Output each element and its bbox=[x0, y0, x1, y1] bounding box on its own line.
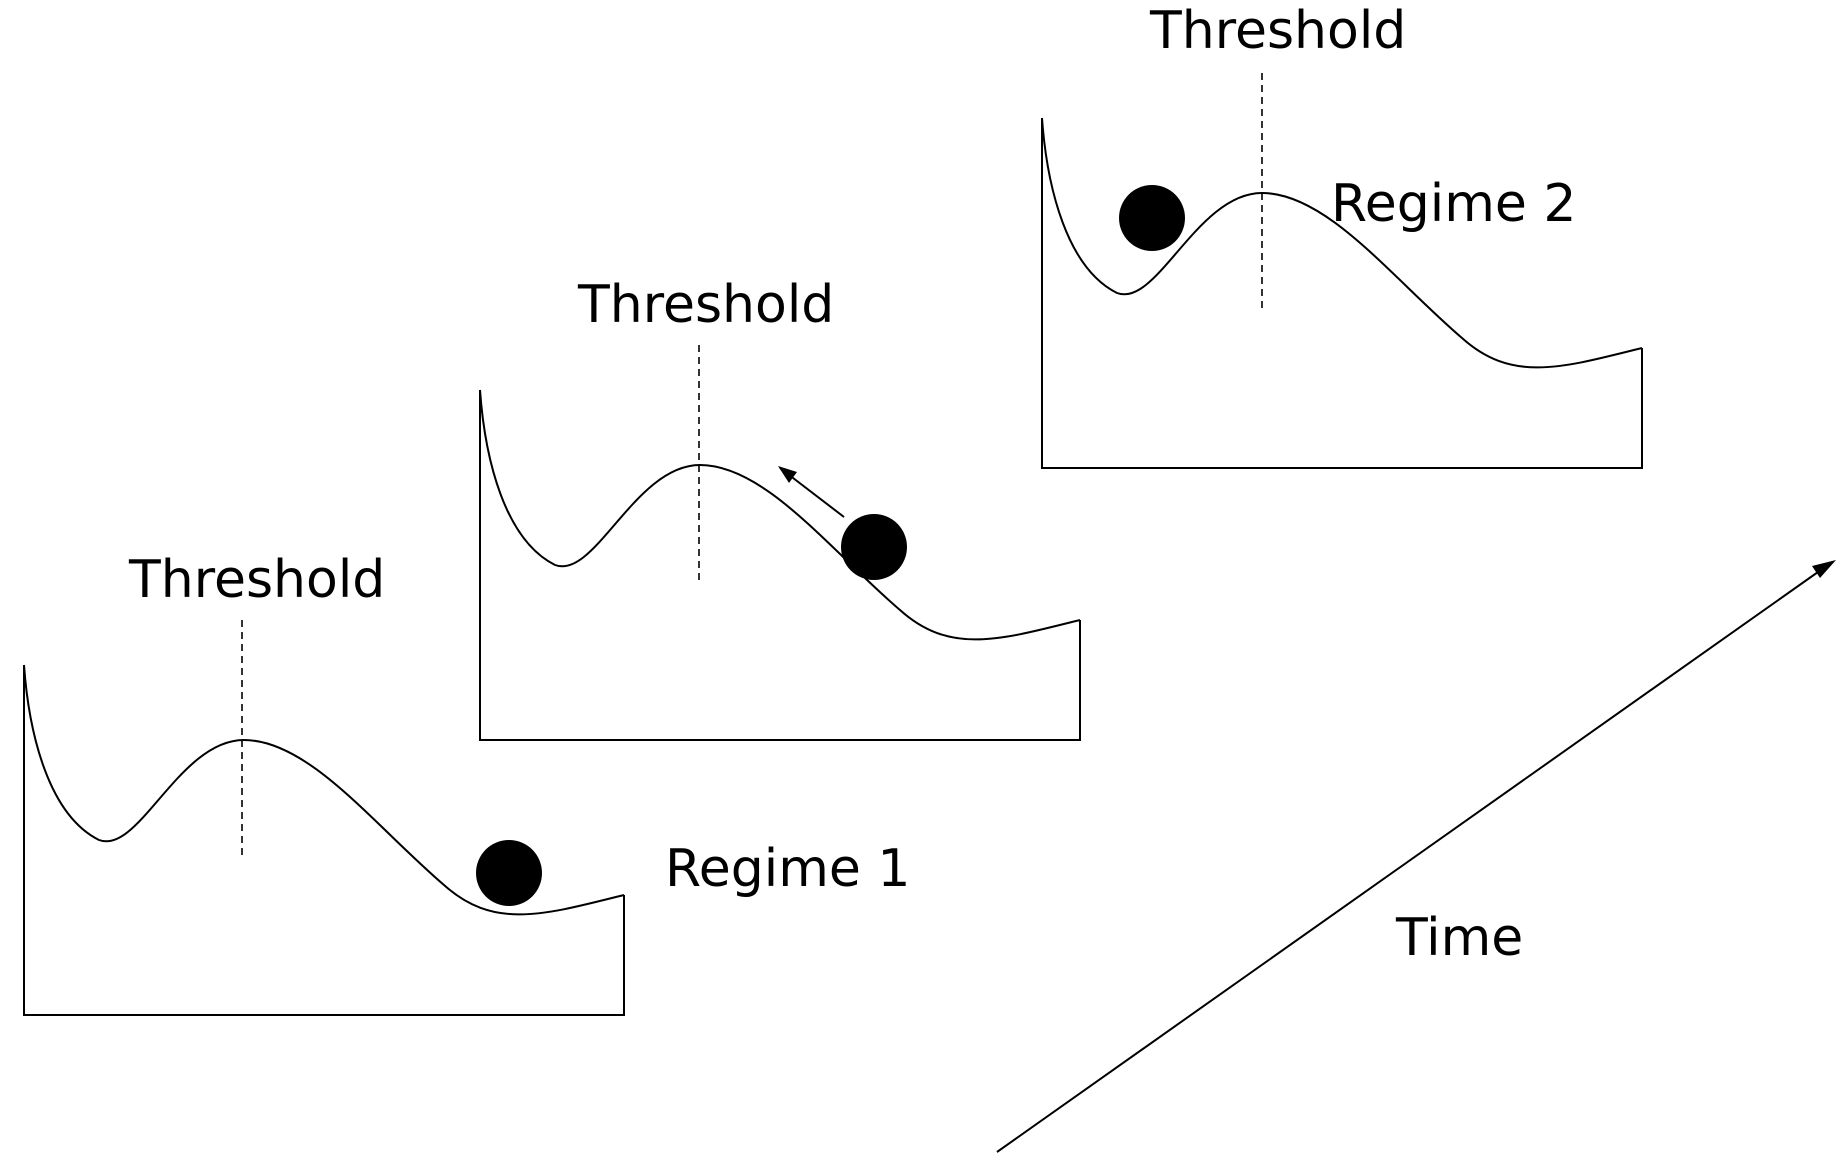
panel-2-ball bbox=[841, 514, 907, 580]
panel-3-landscape bbox=[1041, 117, 1643, 469]
panel-3: Threshold Regime 2 bbox=[1041, 1, 1643, 469]
panel-2-landscape bbox=[479, 389, 1081, 741]
panel-2-movement-arrow bbox=[778, 466, 845, 518]
panel-3-threshold-label: Threshold bbox=[1149, 1, 1406, 61]
panel-1-regime-label: Regime 1 bbox=[665, 839, 911, 899]
panel-1: Threshold Regime 1 bbox=[23, 550, 911, 1016]
time-label: Time bbox=[1395, 908, 1523, 968]
time-arrow-line bbox=[996, 571, 1819, 1153]
time-axis: Time bbox=[996, 560, 1836, 1153]
panel-1-ball bbox=[476, 840, 542, 906]
panel-3-ball bbox=[1119, 185, 1185, 251]
panel-2-threshold-label: Threshold bbox=[577, 275, 834, 335]
time-arrow-head bbox=[1812, 560, 1836, 578]
panel-1-landscape bbox=[23, 664, 625, 1016]
panel-1-threshold-label: Threshold bbox=[128, 550, 385, 610]
panel-3-regime-label: Regime 2 bbox=[1331, 174, 1577, 234]
panel-2: Threshold bbox=[479, 275, 1081, 741]
